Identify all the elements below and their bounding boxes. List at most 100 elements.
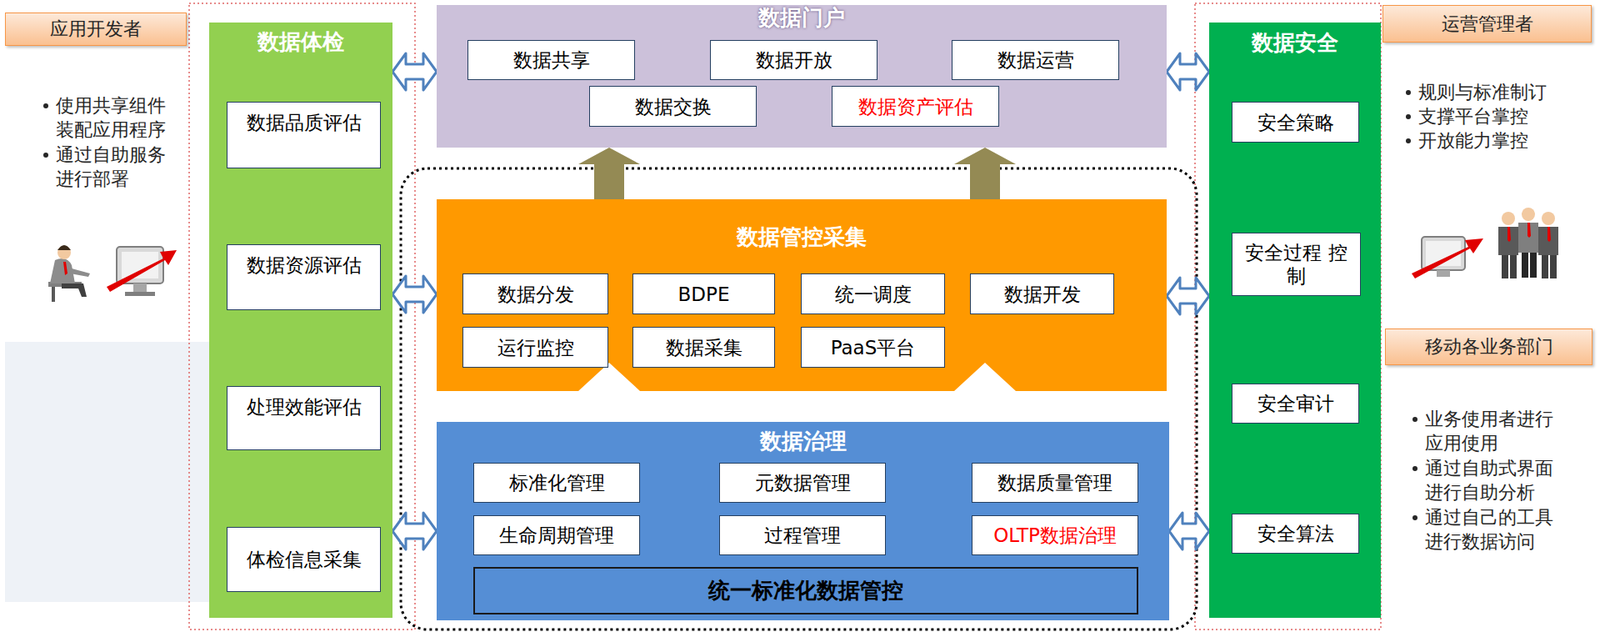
bullet-note: 使用共享组件 装配应用程序	[40, 93, 177, 142]
process-box: 数据分发	[462, 273, 609, 315]
box-label: 生命周期管理	[499, 523, 615, 547]
process-box: 数据运营	[951, 40, 1120, 80]
note-text: 通过自助服务 进行部署	[55, 144, 166, 190]
bullet-dot	[1412, 515, 1418, 520]
box-label: 应用开发者	[50, 16, 142, 42]
box-label: 体检信息采集	[246, 547, 362, 571]
bullet-note: 通过自助式界面 进行自助分析	[1410, 455, 1560, 505]
process-box: 数据开放	[710, 40, 878, 80]
block-arrow	[954, 147, 1016, 200]
box-label: OLTP数据治理	[993, 523, 1117, 547]
process-box: 数据开发	[970, 273, 1115, 315]
security-panel: 数据安全安全策略安全过程 控制安全审计安全算法	[1209, 22, 1381, 618]
process-box: 数据采集	[632, 326, 775, 368]
box-label: BDPE	[678, 282, 730, 306]
panel-heading: 数据治理	[436, 428, 1170, 454]
box-label: 数据品质评估	[246, 110, 362, 135]
panel-heading: 数据管控采集	[436, 224, 1167, 250]
bullet-note: 规则与标准制订	[1403, 80, 1547, 105]
portal-panel: 数据门户数据共享 数据开放 数据运营数据交换 数据资产评估	[436, 5, 1167, 148]
box-label: 安全审计	[1257, 391, 1335, 415]
role-callout: 运营管理者	[1382, 5, 1592, 43]
managers-icon	[1411, 207, 1559, 279]
bullet-dot	[1405, 114, 1411, 120]
box-label: 安全算法	[1257, 521, 1335, 545]
process-box: 数据品质评估	[226, 101, 381, 169]
panel-fill	[436, 199, 1167, 391]
panel-heading: 数据体检	[209, 29, 393, 55]
bullet-dot	[1405, 138, 1411, 144]
box-label: 安全过程 控制	[1237, 240, 1355, 288]
note-text: 支撑平台掌控	[1418, 105, 1529, 127]
process-box: 数据资产评估	[831, 85, 1000, 127]
panel-heading: 数据安全	[1209, 30, 1381, 55]
panel-heading: 数据门户	[436, 5, 1167, 30]
process-box: 安全审计	[1231, 383, 1360, 424]
bullet-note: 业务使用者进行 应用使用	[1410, 406, 1560, 455]
process-box: 体检信息采集	[226, 526, 381, 592]
note-text: 规则与标准制订	[1418, 81, 1547, 103]
process-box: PaaS平台	[800, 326, 945, 368]
double-arrow	[1166, 53, 1210, 90]
box-label: 数据采集	[665, 335, 743, 360]
bullet-dot	[43, 152, 49, 158]
box-label: 运营管理者	[1441, 11, 1534, 37]
box-label: 处理效能评估	[246, 395, 362, 419]
double-arrow	[1169, 512, 1210, 550]
process-box: 统一调度	[800, 273, 945, 315]
bullet-note: 通过自己的工具 进行数据访问	[1410, 505, 1560, 554]
box-label: 数据质量管理	[997, 470, 1113, 495]
process-box: 数据交换	[589, 85, 757, 127]
double-arrow	[392, 512, 437, 550]
dotted-group	[400, 168, 1197, 630]
note-text: 使用共享组件 装配应用程序	[55, 95, 166, 140]
box-label: 数据交换	[635, 95, 712, 119]
dotted-frame	[1195, 3, 1381, 630]
collect-panel: 数据管控采集数据分发 BDPE 统一调度 数据开发运行监控 数据采集 PaaS平台	[436, 199, 1167, 391]
governance-panel: 数据治理标准化管理 元数据管理 数据质量管理生命周期管理 过程管理 OLTP数据治理统一…	[436, 421, 1170, 620]
block-arrow	[578, 147, 640, 200]
process-box: 生命周期管理	[473, 515, 640, 555]
role-callout: 移动各业务部门	[1385, 328, 1593, 365]
box-label: 数据资源评估	[246, 253, 362, 277]
bullet-dot	[1405, 90, 1411, 95]
box-label: 数据开放	[755, 48, 833, 72]
bullet-note: 通过自助服务 进行部署	[40, 142, 177, 191]
bullet-note: 开放能力掌控	[1403, 128, 1529, 153]
box-label: PaaS平台	[830, 335, 916, 360]
process-box: 运行监控	[462, 326, 609, 368]
process-box: 标准化管理	[473, 462, 640, 503]
note-text: 开放能力掌控	[1418, 130, 1529, 151]
double-arrow	[1166, 277, 1210, 315]
process-box: OLTP数据治理	[971, 515, 1139, 555]
note-text: 业务使用者进行 应用使用	[1425, 408, 1554, 454]
box-label: 统一标准化数据管控	[708, 575, 904, 605]
box-label: 数据共享	[513, 48, 590, 72]
double-arrow	[392, 53, 437, 90]
block-arrow	[578, 390, 640, 422]
box-label: 数据资产评估	[858, 95, 974, 119]
box-label: 数据开发	[1004, 282, 1081, 306]
box-label: 运行监控	[497, 335, 575, 360]
bullet-dot	[43, 103, 49, 109]
box-label: 数据运营	[997, 48, 1075, 72]
note-text: 通过自助式界面 进行自助分析	[1425, 457, 1554, 503]
process-box: 元数据管理	[719, 462, 886, 503]
process-box: 数据资源评估	[226, 244, 381, 310]
process-box: 数据质量管理	[971, 462, 1139, 503]
box-label: 数据分发	[497, 282, 575, 306]
block-arrow	[954, 390, 1016, 422]
bullet-dot	[1412, 465, 1418, 471]
box-label: 统一调度	[835, 282, 912, 306]
box-label: 过程管理	[764, 523, 841, 547]
box-label: 移动各业务部门	[1425, 334, 1554, 360]
check-panel: 数据体检数据品质评估数据资源评估处理效能评估体检信息采集	[209, 22, 393, 618]
base-bar: 统一标准化数据管控	[473, 566, 1139, 615]
process-box: 安全算法	[1231, 513, 1360, 554]
bullet-note: 支撑平台掌控	[1403, 104, 1529, 129]
box-label: 标准化管理	[509, 470, 605, 495]
process-box: BDPE	[632, 273, 775, 315]
developer-icon	[48, 245, 177, 302]
bullet-dot	[1412, 416, 1418, 422]
